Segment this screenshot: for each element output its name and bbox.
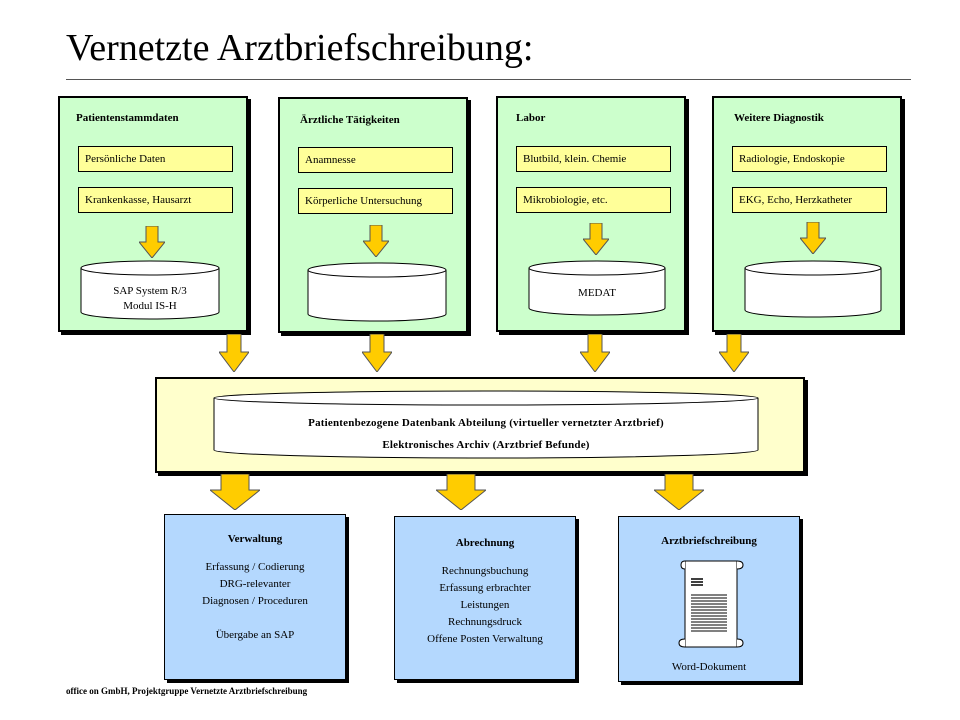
database-cylinder-icon	[80, 260, 220, 320]
title-divider	[66, 79, 911, 80]
database-cylinder-icon	[213, 390, 759, 459]
output-box-line: Erfassung erbrachter	[439, 582, 531, 594]
database-cylinder-icon	[744, 260, 882, 318]
output-box-title: Arztbriefschreibung	[661, 535, 757, 547]
source-panel-patientenstammdaten: Patientenstammdaten Persönliche Daten Kr…	[58, 96, 248, 332]
source-panel-aerztliche-taetigkeiten: Ärztliche Tätigkeiten Anamnesse Körperli…	[278, 97, 468, 333]
output-box-line: Offene Posten Verwaltung	[427, 633, 543, 645]
down-arrow-icon	[719, 334, 749, 372]
output-box-line: Rechnungsbuchung	[441, 565, 529, 577]
central-database-line: Patientenbezogene Datenbank Abteilung (v…	[308, 417, 664, 429]
source-item: Körperliche Untersuchung	[298, 188, 453, 214]
down-arrow-icon	[800, 222, 826, 254]
output-box-line: DRG-relevanter	[219, 578, 291, 590]
source-panel-weitere-diagnostik: Weitere Diagnostik Radiologie, Endoskopi…	[712, 96, 902, 332]
database-label-line: SAP System R/3	[113, 285, 187, 297]
source-panel-title: Weitere Diagnostik	[734, 112, 824, 124]
output-box-abrechnung: Abrechnung Rechnungsbuchung Erfassung er…	[394, 516, 576, 680]
down-arrow-icon	[583, 223, 609, 255]
central-database-label: Patientenbezogene Datenbank Abteilung (v…	[213, 412, 759, 456]
output-box-line: Leistungen	[460, 599, 510, 611]
database-label: MEDAT	[528, 286, 666, 301]
output-box-title: Verwaltung	[227, 533, 283, 545]
source-item: Krankenkasse, Hausarzt	[78, 187, 233, 213]
database-label-line: Modul IS-H	[123, 300, 177, 312]
output-box-line: Rechnungsdruck	[448, 616, 522, 628]
down-arrow-icon	[436, 474, 486, 510]
scroll-document-icon	[678, 560, 744, 648]
down-arrow-icon	[362, 334, 392, 372]
down-arrow-icon	[219, 334, 249, 372]
source-item: Persönliche Daten	[78, 146, 233, 172]
database-label-line: MEDAT	[578, 287, 616, 299]
down-arrow-icon	[363, 225, 389, 257]
database-label: SAP System R/3 Modul IS-H	[80, 284, 220, 314]
page-title: Vernetzte Arztbriefschreibung:	[66, 27, 534, 69]
output-box-verwaltung: Verwaltung Erfassung / Codierung DRG-rel…	[164, 514, 346, 680]
down-arrow-icon	[210, 474, 260, 510]
output-box-line: Übergabe an SAP	[215, 629, 295, 641]
output-box-line	[165, 610, 345, 627]
output-box-line: Diagnosen / Proceduren	[202, 595, 308, 607]
source-panel-title: Ärztliche Tätigkeiten	[300, 114, 400, 126]
output-box-line: Word-Dokument	[671, 661, 747, 673]
down-arrow-icon	[139, 226, 165, 258]
central-database-line: Elektronisches Archiv (Arztbrief Befunde…	[382, 439, 590, 451]
database-cylinder-icon	[528, 260, 666, 316]
database-cylinder-icon	[307, 262, 447, 322]
output-box-line: Erfassung / Codierung	[205, 561, 305, 573]
down-arrow-icon	[580, 334, 610, 372]
central-database-box: Patientenbezogene Datenbank Abteilung (v…	[155, 377, 805, 473]
down-arrow-icon	[654, 474, 704, 510]
output-box-title: Abrechnung	[455, 537, 515, 549]
source-item: Anamnesse	[298, 147, 453, 173]
source-panel-title: Labor	[516, 112, 546, 124]
footer-credit: office on GmbH, Projektgruppe Vernetzte …	[66, 686, 308, 696]
source-panel-title: Patientenstammdaten	[76, 112, 179, 124]
output-box-arztbriefschreibung: Arztbriefschreibung Word-Dokument	[618, 516, 800, 682]
source-item: EKG, Echo, Herzkatheter	[732, 187, 887, 213]
source-panel-labor: Labor Blutbild, klein. Chemie Mikrobiolo…	[496, 96, 686, 332]
source-item: Radiologie, Endoskopie	[732, 146, 887, 172]
source-item: Blutbild, klein. Chemie	[516, 146, 671, 172]
source-item: Mikrobiologie, etc.	[516, 187, 671, 213]
